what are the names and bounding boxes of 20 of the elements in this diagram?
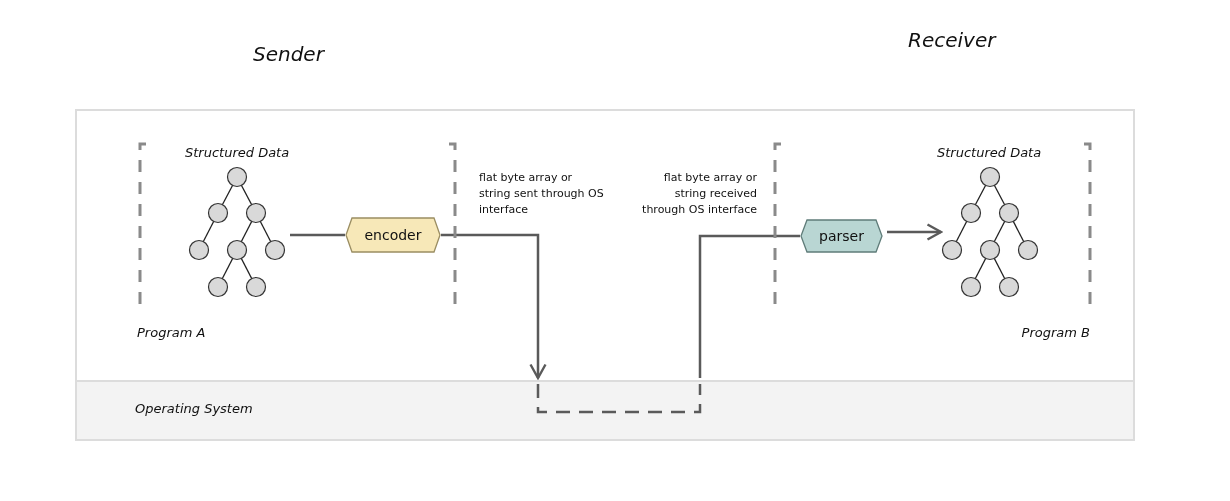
connector-arrow: [441, 233, 547, 380]
tree-drawing: [188, 166, 286, 298]
connector-arrow: [887, 223, 943, 241]
column-heading: Receiver: [908, 28, 996, 52]
column-heading: Sender: [253, 42, 324, 66]
program-caption: Program B: [1021, 325, 1090, 340]
node-label: encoder: [363, 226, 423, 245]
system-band: [77, 380, 1133, 439]
tree-drawing: [941, 166, 1039, 298]
node-label: parser: [818, 227, 865, 246]
node-heading: Structured Data: [937, 145, 1042, 160]
annotation-text: flat byte array or string received through OS interface: [641, 170, 757, 218]
program-caption: Program A: [137, 325, 206, 340]
node-heading: Structured Data: [185, 145, 290, 160]
annotation-text: flat byte array or string sent through OS interface: [479, 170, 604, 218]
process-hexagon: [800, 219, 883, 253]
process-hexagon: [345, 217, 441, 253]
band-label: Operating System: [135, 401, 253, 416]
connector-line: [290, 233, 345, 237]
connector-line: [698, 234, 800, 378]
